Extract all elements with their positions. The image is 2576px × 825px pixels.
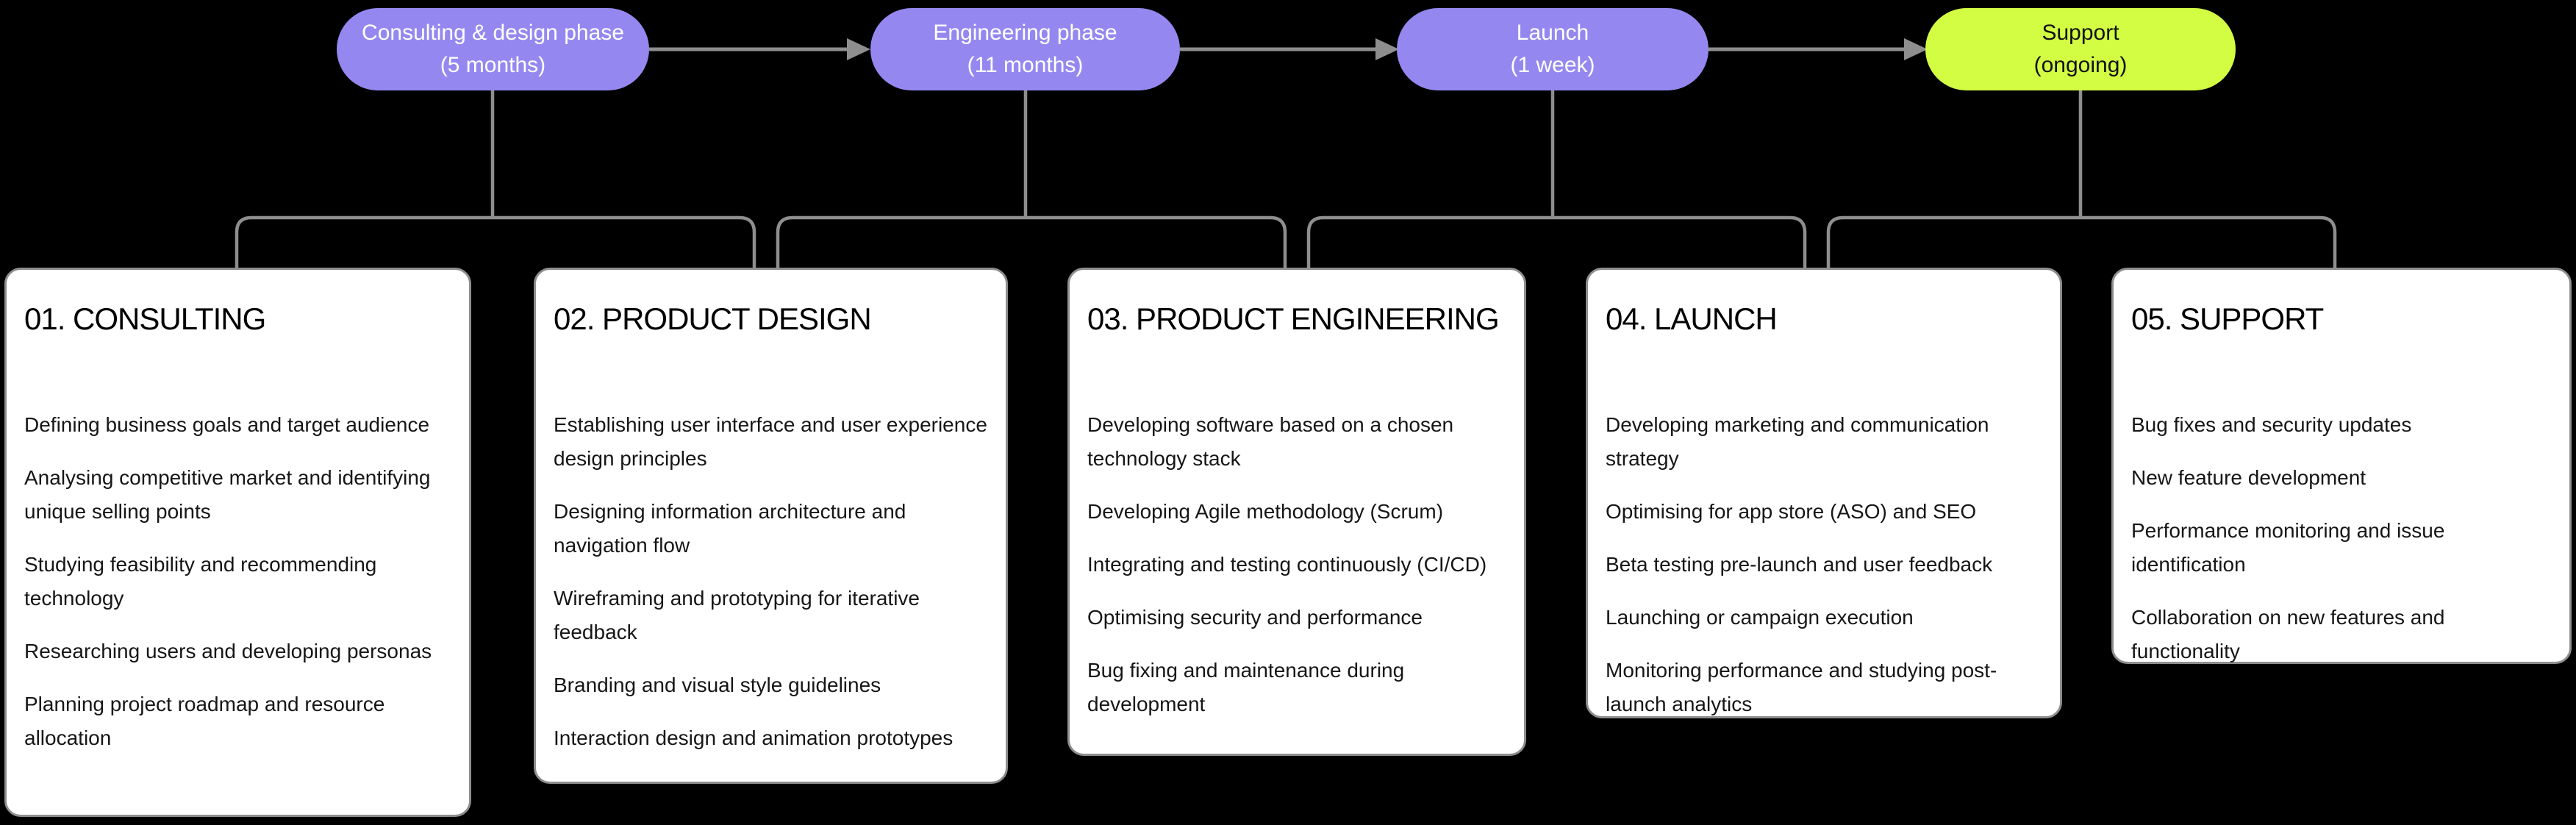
card-title: 02. PRODUCT DESIGN xyxy=(554,301,872,336)
connector-bus-1 xyxy=(235,215,756,269)
stage-card-5: 05. SUPPORT Bug fixes and security update… xyxy=(2111,268,2572,664)
phase-duration: (ongoing) xyxy=(2033,53,2128,77)
list-item: Monitoring performance and studying post… xyxy=(1606,659,1997,715)
list-item: Establishing user interface and user exp… xyxy=(554,413,987,470)
phase-node-2: Engineering phase (11 months) xyxy=(870,8,1180,90)
phase-label: Launch xyxy=(1516,21,1589,45)
stage-card-2: 02. PRODUCT DESIGN Establishing user inte… xyxy=(534,268,1008,784)
phase-node-1: Consulting & design phase (5 months) xyxy=(337,8,649,90)
list-item: Planning project roadmap and resource al… xyxy=(24,693,385,749)
list-item: Launching or campaign execution xyxy=(1606,606,1914,629)
stage-card-3: 03. PRODUCT ENGINEERING Developing softwa… xyxy=(1067,268,1526,756)
list-item: Integrating and testing continuously (CI… xyxy=(1087,553,1487,576)
list-item: Developing marketing and communication s… xyxy=(1606,413,1989,470)
phase-label: Consulting & design phase xyxy=(362,21,624,45)
card-title: 03. PRODUCT ENGINEERING xyxy=(1087,301,1500,336)
list-item: New feature development xyxy=(2131,466,2366,489)
list-item: Studying feasibility and recommending te… xyxy=(24,553,377,610)
phase-label: Support xyxy=(2042,21,2119,45)
phase-node-4: Support (ongoing) xyxy=(1925,8,2236,90)
phase-node-3: Launch (1 week) xyxy=(1397,8,1709,90)
phase-duration: (11 months) xyxy=(967,53,1084,77)
arrowhead-icon xyxy=(1375,38,1399,60)
list-item: Wireframing and prototyping for iterativ… xyxy=(554,587,920,643)
list-item: Developing software based on a chosen te… xyxy=(1087,413,1454,470)
list-item: Branding and visual style guidelines xyxy=(554,674,881,696)
arrowhead-icon xyxy=(1904,38,1928,60)
list-item: Optimising security and performance xyxy=(1087,606,1423,629)
list-item: Analysing competitive market and identif… xyxy=(24,466,431,523)
list-item: Defining business goals and target audie… xyxy=(24,413,430,436)
card-title: 04. LAUNCH xyxy=(1606,301,1778,336)
card-title: 01. CONSULTING xyxy=(24,301,266,336)
phase-duration: (1 week) xyxy=(1510,53,1595,77)
list-item: Researching users and developing persona… xyxy=(24,640,432,662)
list-item: Developing Agile methodology (Scrum) xyxy=(1087,500,1444,523)
stage-card-4: 04. LAUNCH Developing marketing and commu… xyxy=(1586,268,2062,718)
list-item: Designing information architecture and n… xyxy=(554,500,906,557)
list-item: Interaction design and animation prototy… xyxy=(554,726,954,749)
list-item: Collaboration on new features and functi… xyxy=(2131,606,2445,662)
phase-duration: (5 months) xyxy=(440,53,546,77)
connector-tree xyxy=(235,90,2337,269)
stage-card-1: 01. CONSULTING Defining business goals an… xyxy=(4,268,471,817)
connector-bus-3 xyxy=(1306,215,1807,269)
list-item: Optimising for app store (ASO) and SEO xyxy=(1606,500,1977,523)
list-item: Bug fixes and security updates xyxy=(2131,413,2412,436)
connector-bus-2 xyxy=(776,215,1287,269)
list-item: Bug fixing and maintenance during develo… xyxy=(1087,659,1405,715)
arrowhead-icon xyxy=(847,38,870,60)
list-item: Beta testing pre-launch and user feedbac… xyxy=(1606,553,1993,576)
connector-bus-4 xyxy=(1826,215,2337,269)
card-title: 05. SUPPORT xyxy=(2131,301,2324,336)
phase-label: Engineering phase xyxy=(933,21,1117,45)
list-item: Performance monitoring and issue identif… xyxy=(2131,519,2445,576)
flow-arrowheads xyxy=(847,38,1928,60)
